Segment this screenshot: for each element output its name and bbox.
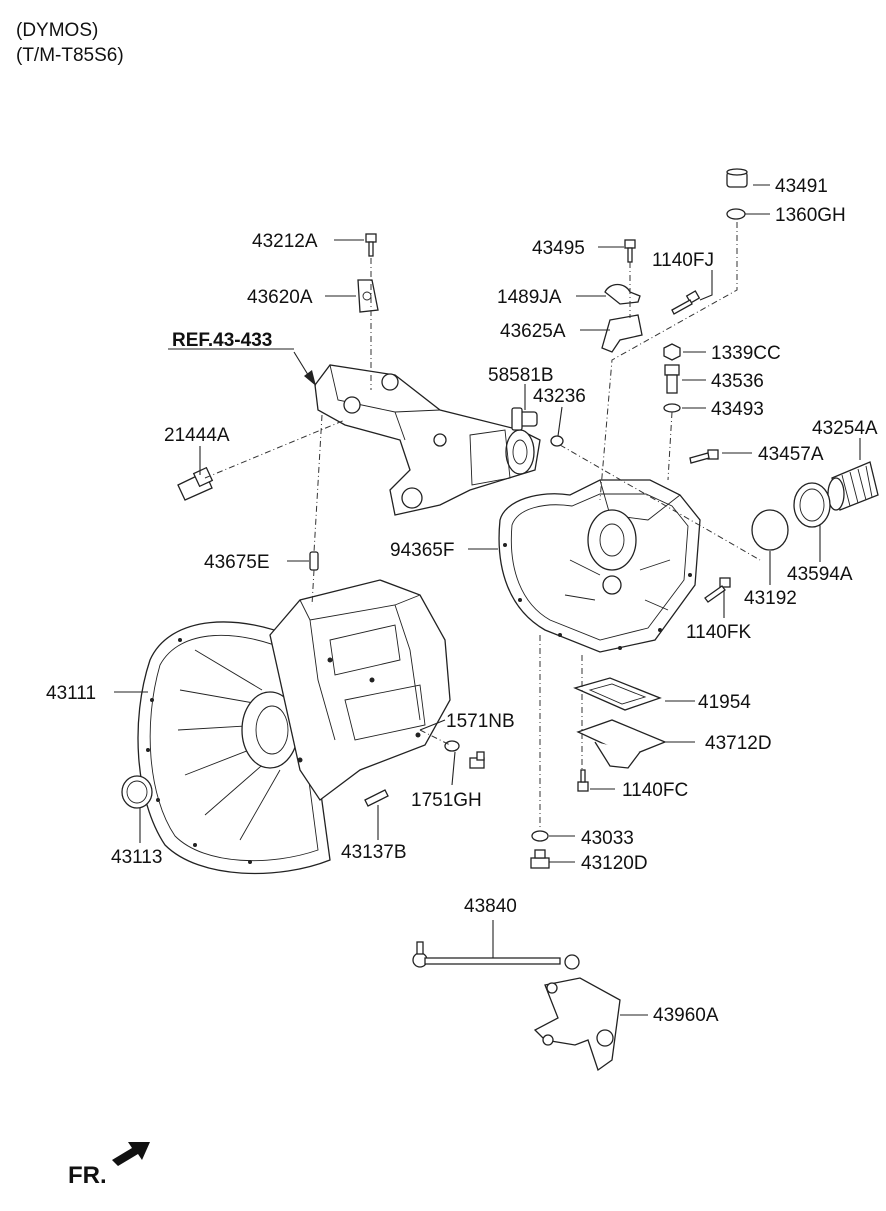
bolt-1140fk-drawing [704, 577, 731, 603]
nut-1339cc-drawing [663, 343, 681, 361]
oring-43493-drawing [663, 403, 681, 413]
bolt-1140fj-drawing [671, 290, 701, 315]
pin-43675e-drawing [309, 551, 319, 571]
cover-43712d-drawing [576, 719, 667, 769]
front-direction-label: FR. [68, 1162, 107, 1189]
gasket-1360gh-drawing [726, 208, 746, 220]
header-line-2: (T/M-T85S6) [16, 45, 124, 66]
bolt-43495-drawing [624, 239, 636, 263]
callout-1360gh: 1360GH [775, 205, 846, 226]
callout-94365f: 94365F [390, 540, 454, 561]
callout-1140fk: 1140FK [686, 622, 751, 643]
bolt-43212a-drawing [365, 233, 377, 257]
callout-43840: 43840 [464, 896, 517, 917]
callout-43254a: 43254A [812, 418, 878, 439]
callout-43457a: 43457A [758, 444, 824, 465]
bolt-43457a-drawing [689, 449, 719, 464]
callout-1140fc: 1140FC [622, 780, 688, 801]
washer-1751gh-drawing [444, 740, 460, 752]
rear-case-drawing [498, 479, 701, 653]
callout-43212a: 43212A [252, 231, 318, 252]
sensor-21444a-drawing [177, 466, 214, 501]
plunger-43536-drawing [664, 364, 680, 394]
header-line-1: (DYMOS) [16, 20, 99, 41]
callout-43495: 43495 [532, 238, 585, 259]
callout-1751gh: 1751GH [411, 790, 482, 811]
callout-1489ja: 1489JA [497, 287, 562, 308]
seal-43594a-drawing [793, 482, 831, 528]
seal-43113-drawing [121, 775, 153, 809]
shift-rod-43840-drawing [412, 941, 580, 970]
callout-43675e: 43675E [204, 552, 270, 573]
bracket-43620a-drawing [357, 279, 379, 313]
callout-43493: 43493 [711, 399, 764, 420]
sensor-58581b-drawing [511, 407, 538, 431]
callout-43033: 43033 [581, 828, 634, 849]
callout-43620a: 43620A [247, 287, 313, 308]
callout-1571nb: 1571NB [446, 711, 515, 732]
plug-1571nb-drawing [469, 751, 485, 769]
callout-43594a: 43594A [787, 564, 853, 585]
callout-43192: 43192 [744, 588, 797, 609]
gasket-43192-drawing [751, 509, 789, 551]
callout-43137b: 43137B [341, 842, 407, 863]
pin-43137b-drawing [364, 789, 389, 807]
callout-43491: 43491 [775, 176, 828, 197]
callout-1339cc: 1339CC [711, 343, 781, 364]
reference-label: REF.43-433 [172, 330, 272, 351]
callout-1140fj: 1140FJ [652, 250, 714, 271]
callout-43625a: 43625A [500, 321, 566, 342]
gasket-43033-drawing [531, 830, 549, 842]
lever-bracket-43960a-drawing [533, 977, 621, 1072]
callout-41954: 41954 [698, 692, 751, 713]
bearing-43254a-drawing [827, 461, 879, 511]
plug-43120d-drawing [530, 849, 550, 869]
callout-43236: 43236 [533, 386, 586, 407]
shift-control-assembly-drawing [314, 364, 541, 516]
clutch-housing-drawing [137, 579, 451, 875]
callout-58581b: 58581B [488, 365, 554, 386]
callout-43712d: 43712D [705, 733, 772, 754]
gasket-41954-drawing [573, 677, 662, 711]
front-arrow-icon [112, 1142, 150, 1166]
callout-43113: 43113 [111, 847, 162, 868]
callout-21444a: 21444A [164, 425, 230, 446]
callout-43120d: 43120D [581, 853, 648, 874]
ref-arrow-head [304, 370, 316, 386]
callout-43536: 43536 [711, 371, 764, 392]
callout-43111: 43111 [46, 683, 96, 704]
cap-43491-drawing [726, 168, 748, 188]
seal-43236-drawing [550, 435, 564, 447]
callout-43960a: 43960A [653, 1005, 719, 1026]
bolt-1140fc-drawing [577, 769, 589, 792]
clamp-1489ja-drawing [604, 283, 641, 305]
bracket-43625a-drawing [601, 314, 643, 353]
